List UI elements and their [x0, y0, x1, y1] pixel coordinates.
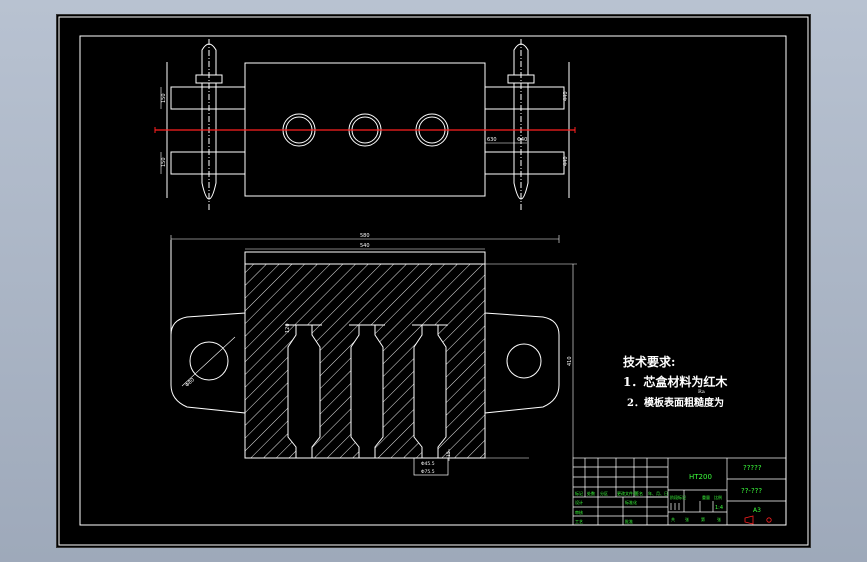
drawing-sheet: 150 150 440 440 630 Φ40: [57, 15, 810, 547]
right-lug-lower: [484, 151, 565, 175]
projection-symbol-icon: [744, 515, 772, 525]
left-bolt-hole: [189, 341, 229, 381]
outer-border: [58, 16, 809, 546]
dim-hole: Φ80: [184, 377, 196, 388]
tb-label-process: 工艺: [575, 519, 583, 524]
dim-440-upper: 440: [563, 91, 569, 101]
front-view: [170, 240, 560, 476]
tb-header-sign: 签名: [635, 490, 643, 496]
tb-approve: 批准: [625, 518, 633, 524]
tb-label-review: 审核: [575, 509, 583, 515]
core-cavity-2: [349, 324, 385, 459]
dim-150-top: 150: [161, 93, 167, 103]
dim-410: 410: [567, 356, 573, 366]
core-cavity-3: [412, 324, 448, 459]
roughness-symbol: Ra: [698, 389, 705, 395]
dim-pin-dia: Φ40: [517, 137, 527, 143]
tech-req-title: 技术要求:: [623, 355, 676, 369]
tb-scale-label: 比例: [714, 494, 722, 500]
left-lug-lower: [170, 151, 246, 175]
bottom-dim-box: [413, 457, 449, 476]
dim-580: 580: [360, 233, 370, 239]
tb-sheet-no: 第: [701, 516, 705, 522]
tb-header-zone: 分区: [600, 490, 608, 496]
top-view: [166, 39, 570, 211]
right-pin-head: [513, 43, 529, 76]
dim-15: 15: [446, 451, 452, 457]
tb-sheet-size: A3: [753, 507, 761, 514]
tb-scale-value: 1:4: [715, 505, 723, 511]
tech-req-item-1: 1．芯盒材料为红木: [623, 375, 728, 389]
left-lug-upper: [170, 86, 246, 110]
tb-header-date: 年、月、日: [648, 490, 668, 496]
right-lug-upper: [484, 86, 565, 110]
tb-label-mark: 标记: [575, 490, 583, 496]
tb-stage: 阶段标记: [670, 494, 686, 500]
tb-weight: 重量: [702, 494, 710, 500]
tb-drawing-code: ??-???: [741, 487, 762, 495]
title-block: [572, 457, 787, 526]
dim-pin-length: 630: [487, 137, 497, 143]
dim-440-lower: 440: [563, 156, 569, 166]
tb-std: 标准化: [625, 499, 637, 505]
dim-75-5: Φ75.5: [421, 469, 435, 475]
tech-req-item-2: 2．模板表面粗糙度为: [627, 398, 724, 409]
dim-45-5: Φ45.5: [421, 461, 435, 467]
core-cavity-1: [286, 324, 322, 459]
drawing-canvas[interactable]: 150 150 440 440 630 Φ40: [57, 15, 810, 547]
tb-label-design: 设计: [575, 499, 583, 505]
dim-150-bottom: 150: [161, 157, 167, 167]
tb-drawing-name: ?????: [743, 464, 762, 472]
right-bolt-hole: [506, 343, 542, 379]
dim-540: 540: [360, 243, 370, 249]
tb-sheets-1: 张: [685, 516, 689, 522]
tb-header-doc: 更改文件号: [617, 490, 637, 496]
inner-border: [79, 35, 787, 526]
tb-material: HT200: [689, 473, 712, 481]
left-pin-head: [201, 43, 217, 76]
tb-sheets-2: 张: [717, 516, 721, 522]
tb-total: 共: [671, 516, 675, 522]
tb-header-count: 处数: [587, 490, 595, 496]
front-outline: [170, 240, 560, 459]
dim-120: 120: [285, 323, 291, 333]
